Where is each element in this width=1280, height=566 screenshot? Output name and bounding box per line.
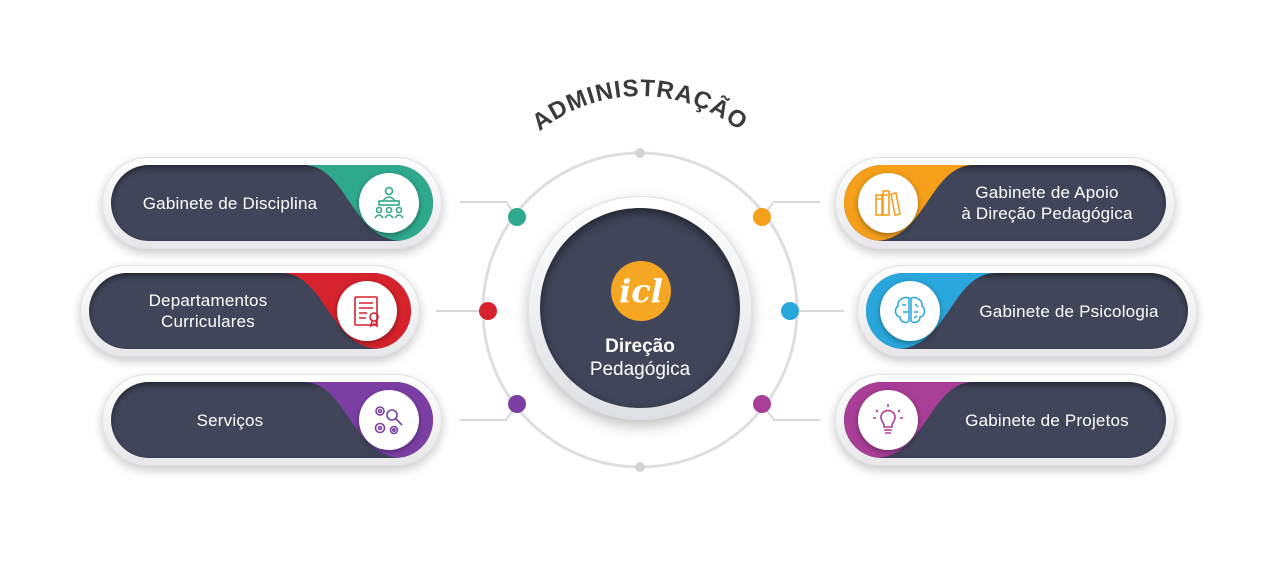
logo-text: icl (619, 272, 663, 310)
certificate-document-icon (337, 281, 397, 341)
pill-inner: Gabinete de Psicologia (866, 273, 1188, 349)
node-dot-purple (508, 395, 526, 413)
orbit-dot-bottom (635, 462, 645, 472)
node-gabinete-projetos: Gabinete de Projetos (835, 374, 1175, 466)
node-dot-red (479, 302, 497, 320)
diagram-title: ADMINISTRAÇÃO (527, 75, 753, 136)
node-dot-orange (753, 208, 771, 226)
node-dot-teal (508, 208, 526, 226)
center-hub-inner: icl Direção Pedagógica (540, 208, 740, 408)
node-gabinete-disciplina: Gabinete de Disciplina (102, 157, 442, 249)
lightbulb-icon (858, 390, 918, 450)
pill-inner: Departamentos Curriculares (89, 273, 411, 349)
node-label: Serviços (196, 410, 264, 430)
books-icon (858, 173, 918, 233)
node-label: Gabinete de Psicologia (979, 301, 1159, 321)
pill-inner: Gabinete de Disciplina (111, 165, 433, 241)
orbit-dot-top (635, 148, 645, 158)
brain-icon (880, 281, 940, 341)
node-label: Gabinete de Disciplina (142, 193, 318, 213)
node-servicos: Serviços (102, 374, 442, 466)
classroom-icon (359, 173, 419, 233)
connector-projetos (761, 403, 820, 421)
node-gabinete-psicologia: Gabinete de Psicologia (857, 265, 1197, 357)
node-dot-magenta (753, 395, 771, 413)
node-dot-blue (781, 302, 799, 320)
node-label: Gabinete de Apoio à Direção Pedagógica (961, 183, 1133, 223)
center-subtitle: Pedagógica (589, 359, 691, 380)
node-departamentos-curriculares: Departamentos Curriculares (80, 265, 420, 357)
node-gabinete-apoio: Gabinete de Apoio à Direção Pedagógica (835, 157, 1175, 249)
gears-search-icon (359, 390, 419, 450)
center-title: Direção (605, 336, 675, 357)
icl-logo: icl (611, 261, 671, 321)
node-label: Departamentos Curriculares (148, 291, 268, 331)
node-label: Gabinete de Projetos (965, 410, 1129, 430)
center-hub: icl Direção Pedagógica (528, 196, 752, 420)
pill-inner: Gabinete de Apoio à Direção Pedagógica (844, 165, 1166, 241)
pill-inner: Serviços (111, 382, 433, 458)
pill-inner: Gabinete de Projetos (844, 382, 1166, 458)
